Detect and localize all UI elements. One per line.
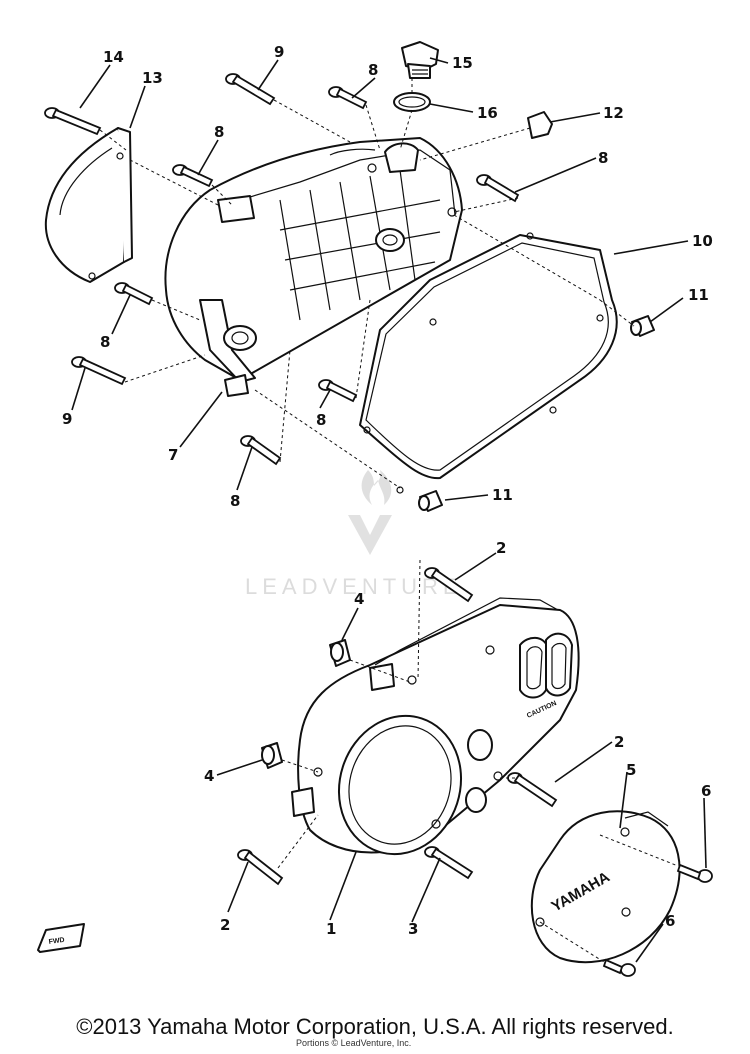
callout-15: 15 (452, 54, 473, 72)
callout-11-bottom: 11 (492, 486, 513, 504)
alignment-lines-upper (99, 78, 635, 489)
callout-9-top: 9 (274, 43, 284, 61)
bolt-2-top (424, 567, 474, 603)
part-11-dowel-bottom (418, 490, 443, 512)
callout-14: 14 (103, 48, 124, 66)
bolt-8-left (172, 164, 214, 188)
bolt-8-right (476, 174, 520, 203)
bolt-9-low (71, 356, 127, 386)
callout-2-left: 2 (220, 916, 230, 934)
leader-lines (71, 57, 707, 963)
callout-4-left: 4 (204, 767, 214, 785)
fwd-text: FWD (48, 937, 65, 946)
watermark-text: LEADVENTURE (245, 574, 463, 599)
bolt-9-top (225, 73, 276, 106)
callout-3: 3 (408, 920, 418, 938)
callout-12: 12 (603, 104, 624, 122)
callout-10: 10 (692, 232, 713, 250)
callout-8-bottom: 8 (230, 492, 240, 510)
callout-8-left: 8 (214, 123, 224, 141)
part-16-o-ring (393, 92, 431, 112)
callout-1: 1 (326, 920, 336, 938)
bolt-2-right (507, 772, 558, 808)
callout-8-right: 8 (598, 149, 608, 167)
callout-4-top: 4 (354, 590, 364, 608)
alignment-lines-lower (277, 559, 679, 963)
callout-8-top: 8 (368, 61, 378, 79)
callout-8-center: 8 (316, 411, 326, 429)
callout-2-top: 2 (496, 539, 506, 557)
part-13-side-cover (44, 127, 133, 283)
leadventure-watermark: LEADVENTURE (245, 470, 463, 599)
callout-8-lowleft: 8 (100, 333, 110, 351)
callout-7: 7 (168, 446, 178, 464)
part-12-plug (527, 111, 553, 139)
part-1-crankcase-cover-lower: CAUTION (291, 597, 580, 856)
bolt-2-left (237, 849, 284, 886)
screw-6-top (676, 863, 713, 883)
bolt-8-center (318, 379, 358, 403)
screw-6-bottom (602, 958, 636, 977)
bolt-8-top (328, 86, 368, 110)
part-10-gasket (359, 232, 618, 494)
front-direction-marker: FWD (37, 923, 85, 953)
crankcase-cover-upper (164, 137, 463, 397)
bolt-3 (424, 846, 474, 880)
callout-6-bottom: 6 (665, 912, 675, 930)
callout-5: 5 (626, 761, 636, 779)
callout-2-right: 2 (614, 733, 624, 751)
copyright-notice: ©2013 Yamaha Motor Corporation, U.S.A. A… (76, 1014, 674, 1039)
bolt-8-lowleft (114, 282, 154, 306)
callout-6-top: 6 (701, 782, 711, 800)
bolt-14 (44, 107, 102, 136)
callout-11-top: 11 (688, 286, 709, 304)
callout-numbers: 14 13 9 8 15 16 12 8 8 10 11 8 9 7 8 8 1… (62, 43, 713, 938)
callout-9-low: 9 (62, 410, 72, 428)
part-11-dowel-top (630, 315, 655, 337)
callout-16: 16 (477, 104, 498, 122)
leadventure-stamp: Portions © LeadVenture, Inc. (296, 1038, 411, 1048)
callout-13: 13 (142, 69, 163, 87)
part-4-damper-top (329, 639, 351, 667)
part-4-damper-left (261, 742, 283, 769)
bolt-8-bottom (240, 435, 282, 466)
part-15-oil-filler-cap (401, 41, 439, 79)
part-5-magneto-cover: YAMAHA (530, 810, 681, 964)
